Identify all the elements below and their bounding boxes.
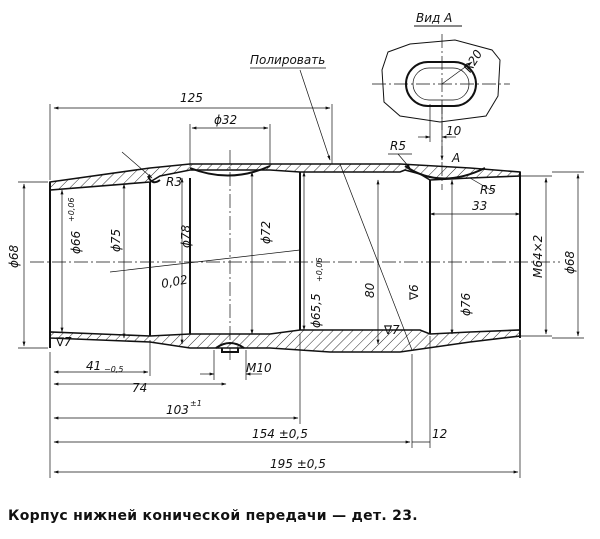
dim-103-tol: ±1 <box>190 399 202 408</box>
view-a-radius: R20 <box>461 47 486 75</box>
arrow-a-label: A <box>451 151 460 165</box>
dim-d66-tol: +0,06 <box>67 197 76 222</box>
dim-103: 103 <box>166 403 189 417</box>
dim-d75: ϕ75 <box>109 229 123 252</box>
dim-r3: R3 <box>166 175 182 189</box>
dim-80: 80 <box>363 282 377 298</box>
view-a-outline <box>381 39 501 123</box>
note-polish: Полировать <box>250 53 325 67</box>
dim-d72: ϕ72 <box>259 221 273 244</box>
view-a: Вид А R20 10 <box>372 11 510 142</box>
top-wall-section <box>49 163 521 191</box>
dim-runout: 0,02 <box>160 273 189 291</box>
dim-d68-left: ϕ68 <box>7 244 21 268</box>
part-section <box>30 140 560 360</box>
dim-d66: ϕ66 <box>69 230 83 254</box>
dim-d65-5: ϕ65,5 <box>309 293 323 328</box>
drawing-caption: Корпус нижней конической передачи — дет.… <box>8 508 418 524</box>
dim-m64: M64×2 <box>531 235 545 278</box>
rough-mark-3: ∇7 <box>55 335 72 349</box>
dim-d65-5-tol: +0,06 <box>315 257 324 282</box>
dim-195: 195 ±0,5 <box>270 457 326 471</box>
dim-d78: ϕ78 <box>179 224 193 248</box>
dim-r5-right: R5 <box>480 183 496 197</box>
view-a-label: Вид А <box>416 11 452 25</box>
dim-d68-right: ϕ68 <box>563 250 577 274</box>
rough-mark-1: ∇6 <box>407 284 421 301</box>
dim-125: 125 <box>180 91 203 105</box>
dim-12: 12 <box>432 427 447 441</box>
dim-r5-top: R5 <box>390 139 406 153</box>
dim-33: 33 <box>472 199 487 213</box>
dim-41-tol: −0,5 <box>104 365 123 374</box>
bottom-wall-section <box>49 329 521 353</box>
dimensions: 125 ϕ32 Полировать R5 A R3 R5 33 ϕ68 <box>7 53 584 478</box>
dim-m10: M10 <box>246 361 272 375</box>
rough-mark-2: ∇7 <box>383 323 400 337</box>
dim-74: 74 <box>132 381 147 395</box>
dim-d32: ϕ32 <box>214 113 237 127</box>
view-a-width: 10 <box>446 124 462 138</box>
dim-41: 41 <box>86 359 101 373</box>
dim-154: 154 ±0,5 <box>252 427 308 441</box>
dim-d76: ϕ76 <box>459 292 473 316</box>
